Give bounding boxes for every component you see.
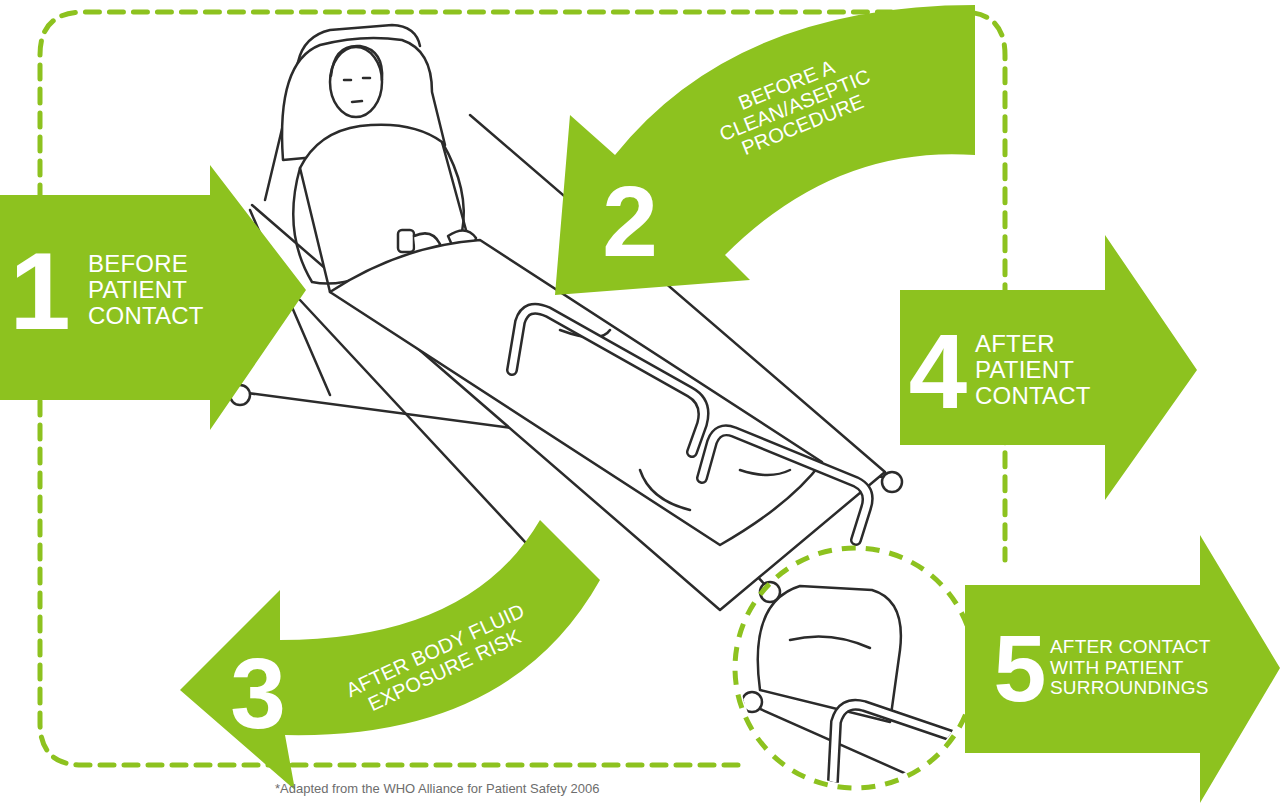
stretcher-illustration-part [560, 330, 790, 510]
moment-number: 3 [221, 643, 296, 743]
side-rail-part [512, 309, 704, 452]
stretcher-illustration-part [344, 78, 370, 102]
stretcher-illustration-part [331, 46, 382, 80]
surroundings-illustration-part [790, 636, 870, 648]
surroundings-illustration-part [758, 586, 901, 722]
stretcher-illustration-part [882, 472, 902, 492]
moment-number: 1 [0, 236, 81, 346]
surroundings-illustration-part [742, 692, 762, 712]
surroundings-illustration-part [832, 705, 970, 800]
moment-number: 2 [593, 171, 668, 271]
arrow-fill [965, 535, 1280, 803]
hand-hygiene-arrow: 3AFTER BODY FLUID EXPOSURE RISK [180, 520, 600, 790]
surroundings-illustration-part [740, 700, 965, 800]
stretcher-illustration-part [330, 47, 382, 117]
arrow-fill [180, 520, 600, 790]
surroundings-outline-part [735, 548, 975, 788]
moment-number: 5 [984, 621, 1055, 716]
surroundings-outline [735, 548, 975, 788]
source-note: *Adapted from the WHO Alliance for Patie… [275, 781, 599, 796]
hand-hygiene-arrow: 2BEFORE A CLEAN/ASEPTIC PROCEDURE [555, 5, 980, 300]
side-rail-part [702, 430, 868, 540]
moment-number: 4 [899, 319, 978, 424]
moment-label: BEFORE PATIENT CONTACT [88, 251, 208, 329]
surroundings-illustration-part [832, 705, 970, 800]
stretcher-illustration-part [398, 230, 414, 252]
arrow-fill [555, 5, 975, 295]
side-rail [512, 309, 868, 540]
hand-hygiene-arrow: 4AFTER PATIENT CONTACT [900, 235, 1200, 500]
moment-label: AFTER CONTACT WITH PATIENT SURROUNDINGS [1050, 637, 1218, 699]
stretcher-illustration [230, 25, 902, 610]
side-rail-part [702, 430, 868, 540]
moment-label: AFTER PATIENT CONTACT [975, 331, 1097, 409]
hand-hygiene-arrow: 1BEFORE PATIENT CONTACT [0, 165, 308, 430]
stretcher-illustration-part [442, 142, 464, 232]
hand-hygiene-arrow: 5AFTER CONTACT WITH PATIENT SURROUNDINGS [965, 535, 1283, 805]
side-rail-part [512, 309, 704, 452]
surroundings-illustration [740, 586, 970, 802]
